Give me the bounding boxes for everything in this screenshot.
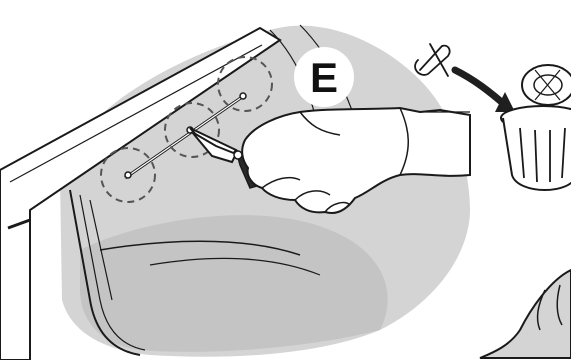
step-label: E (310, 54, 338, 101)
step-badge: E (294, 47, 354, 107)
filter-basket-icon (501, 65, 571, 190)
appliance-corner-detail (480, 270, 571, 358)
curved-arrow-icon (455, 70, 515, 112)
wire-clip-icon (415, 44, 450, 76)
